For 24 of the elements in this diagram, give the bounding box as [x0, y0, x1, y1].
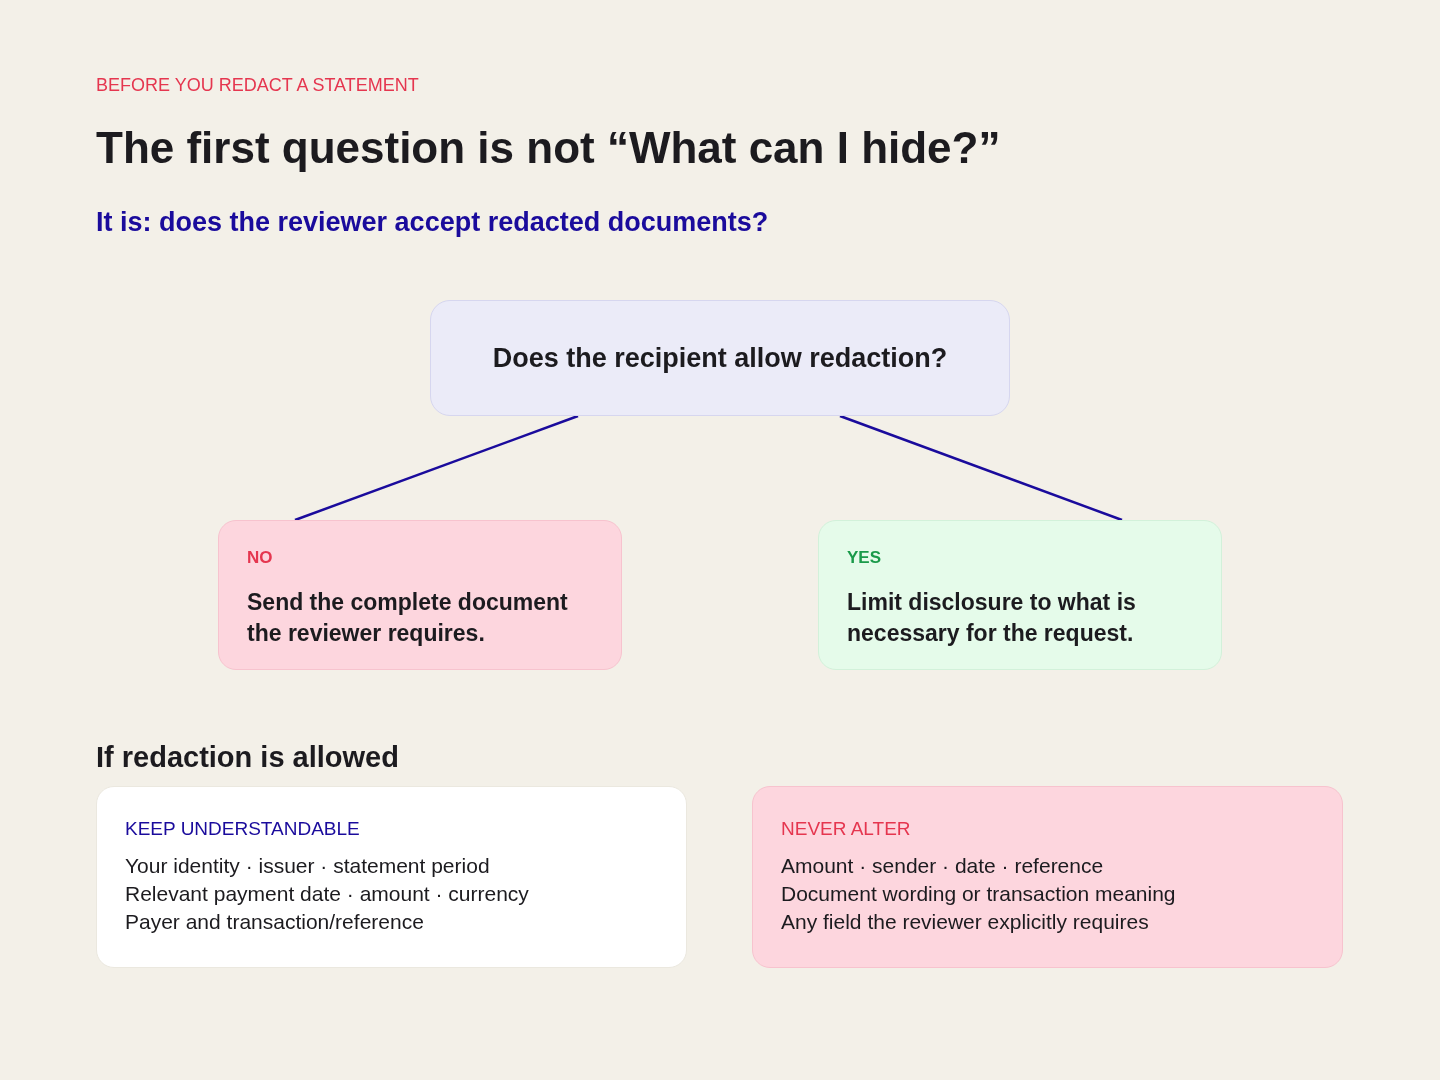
info-card: [752, 786, 1343, 968]
card-text: Amount · sender · date · reference: [781, 852, 1105, 879]
card-text: Limit disclosure to what is necessary for the request.: [847, 587, 1137, 648]
title: The first question is not “What can I hide?”: [96, 122, 1001, 174]
card-text: Relevant payment date · amount · currency: [125, 880, 530, 907]
card-text: Any field the reviewer explicitly requires: [781, 908, 1150, 935]
connector-line: [294, 414, 579, 522]
info-card: [96, 786, 687, 968]
question-text: Does the recipient allow redaction?: [492, 341, 948, 375]
card-text: Document wording or transaction meaning: [781, 880, 1177, 907]
section-heading: If redaction is allowed: [96, 740, 399, 775]
card-text: Send the complete document the reviewer requires.: [247, 587, 569, 648]
card-heading: KEEP UNDERSTANDABLE: [125, 817, 361, 841]
card-heading: YES: [847, 547, 883, 569]
eyebrow-text: BEFORE YOU REDACT A STATEMENT: [96, 74, 419, 97]
card-heading: NEVER ALTER: [781, 817, 912, 841]
outcome-card: [218, 520, 622, 670]
outcome-card: [818, 520, 1222, 670]
card-heading: NO: [247, 547, 274, 569]
card-text: Your identity · issuer · statement period: [125, 852, 491, 879]
connector-line: [839, 414, 1123, 522]
card-text: Payer and transaction/reference: [125, 908, 425, 935]
decision-box: [430, 300, 1010, 416]
subtitle: It is: does the reviewer accept redacted documents?: [96, 206, 769, 239]
